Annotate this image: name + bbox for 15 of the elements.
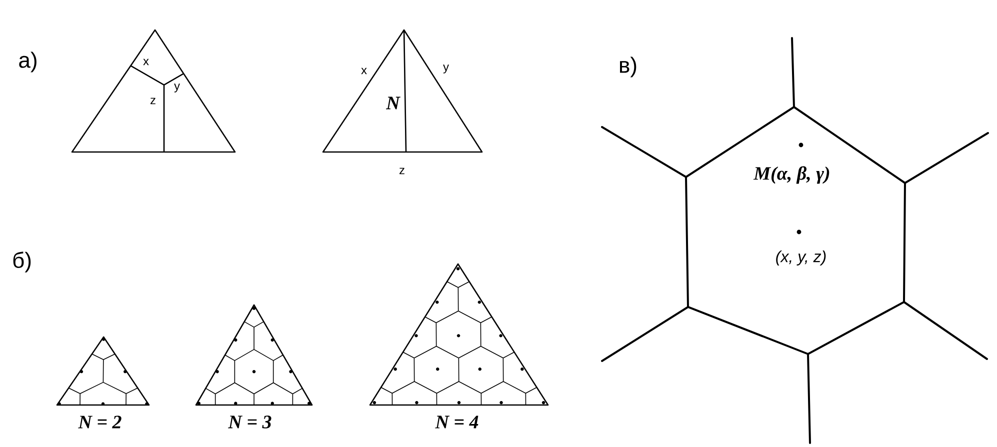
panel-label: в) xyxy=(620,56,636,78)
point-label: (x, y, z) xyxy=(776,250,826,266)
caption-label: N = 2 xyxy=(78,416,122,428)
variable-label: z xyxy=(400,168,404,174)
caption-label: N = 3 xyxy=(228,416,272,428)
variable-label: z xyxy=(150,98,156,104)
variable-label: x xyxy=(143,58,149,66)
caption-label: N = 4 xyxy=(435,416,478,428)
variable-label: y xyxy=(443,64,449,74)
panel-label: б) xyxy=(13,252,31,272)
panel-label: а) xyxy=(19,52,36,72)
variable-label: x xyxy=(361,68,367,74)
variable-label: y xyxy=(174,84,180,92)
point-label: M(α, β, γ) xyxy=(753,166,830,184)
variable-label: N xyxy=(386,96,400,110)
